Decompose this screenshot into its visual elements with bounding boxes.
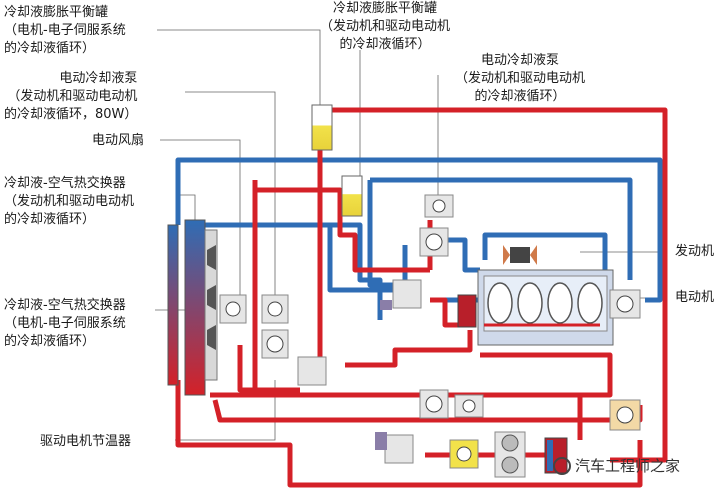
leader-lines <box>155 29 665 441</box>
electronics-cold-side <box>547 440 553 471</box>
pump-bottom-b <box>501 456 519 474</box>
heater-left-icon <box>503 245 510 265</box>
cylinders <box>487 282 603 324</box>
sensor-yellow-icon <box>456 446 472 462</box>
thermostat-bottom-icon <box>375 432 387 450</box>
radiator-motor <box>167 224 179 386</box>
pump-icons <box>266 233 634 413</box>
label-motor: 电动机 <box>675 290 715 305</box>
fan-blades <box>207 245 216 350</box>
label-pump-engine: 电动冷却液泵 （发动机和驱动电动机 的冷却液循环） <box>455 53 586 104</box>
label-engine: 发动机 <box>675 244 715 259</box>
sensor-orange-icon <box>616 406 634 424</box>
label-radiator-top: 冷却液-空气热交换器 （发动机和驱动电动机 的冷却液循环） <box>4 176 135 227</box>
heater-right-icon <box>530 245 537 265</box>
wechat-icon <box>553 456 571 475</box>
heat-exchanger-small <box>457 294 477 328</box>
label-pump-left: 电动冷却液泵 （发动机和驱动电动机 的冷却液循环，80W） <box>4 71 138 122</box>
heater-core <box>510 247 530 263</box>
radiator-engine <box>184 219 206 396</box>
label-tank-engine: 冷却液膨胀平衡罐 （发动机和驱动电动机 的冷却液循环） <box>320 1 451 52</box>
motor-icons <box>225 199 476 413</box>
pump-bottom-a <box>501 434 519 452</box>
label-thermostat: 驱动电机节温器 <box>40 434 132 449</box>
watermark-text: 汽车工程师之家 <box>575 457 681 475</box>
label-tank-motor: 冷却液膨胀平衡罐 （电机-电子伺服系统 的冷却液循环） <box>4 5 126 56</box>
thermostat-mid-icon <box>380 300 392 310</box>
watermark: 汽车工程师之家 <box>553 455 680 476</box>
tank-engine <box>341 175 363 217</box>
tank-motor <box>311 104 333 151</box>
label-fan: 电动风扇 <box>92 133 145 148</box>
label-radiator-bottom: 冷却液-空气热交换器 （电机-电子伺服系统 的冷却液循环） <box>4 298 126 349</box>
